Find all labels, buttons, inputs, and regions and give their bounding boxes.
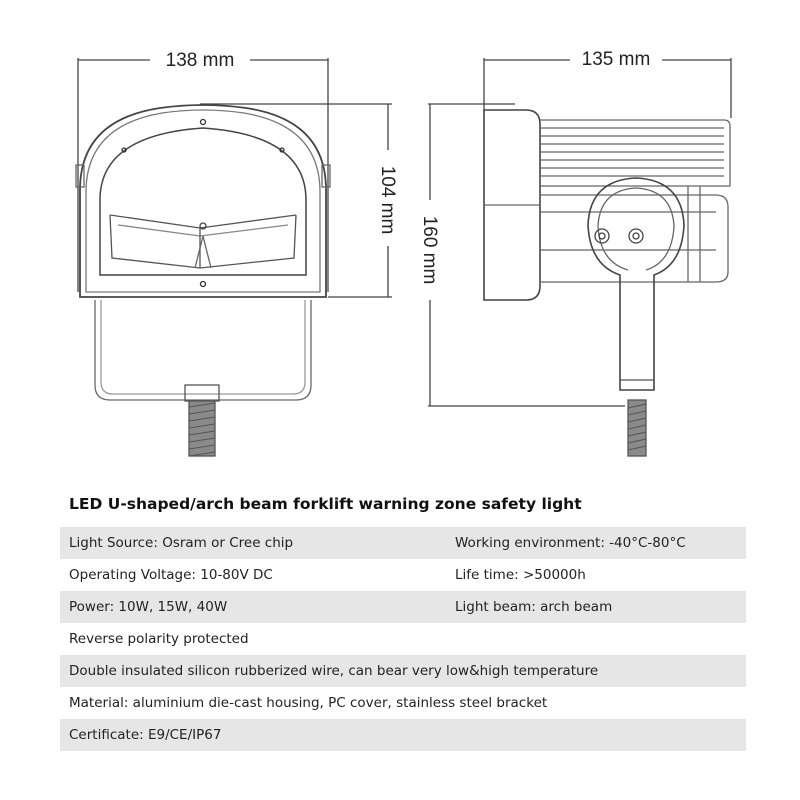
spec-reverse-polarity: Reverse polarity protected [69, 631, 249, 647]
front-view [75, 58, 392, 457]
side-width-label: 135 mm [582, 49, 651, 70]
spec-row: Operating Voltage: 10-80V DC Life time: … [60, 559, 746, 591]
spec-power: Power: 10W, 15W, 40W [69, 599, 228, 615]
side-fins [540, 119, 731, 283]
spec-wire: Double insulated silicon rubberized wire… [69, 663, 599, 679]
spec-life-time: Life time: >50000h [455, 567, 586, 583]
spec-row: Light Source: Osram or Cree chip Working… [60, 527, 746, 559]
side-bracket [587, 177, 685, 391]
front-bolt [188, 400, 216, 457]
spec-row: Certificate: E9/CE/IP67 [60, 719, 746, 751]
front-width-label: 138 mm [166, 50, 235, 71]
front-housing [79, 104, 327, 298]
front-height-label: 104 mm [377, 166, 398, 235]
spec-working-environment: Working environment: -40°C-80°C [455, 535, 686, 551]
spec-light-beam: Light beam: arch beam [455, 599, 613, 615]
spec-table: Light Source: Osram or Cree chip Working… [60, 527, 746, 751]
spec-row: Material: aluminium die-cast housing, PC… [60, 687, 746, 719]
spec-title: LED U-shaped/arch beam forklift warning … [69, 495, 582, 513]
spec-row: Double insulated silicon rubberized wire… [60, 655, 746, 687]
front-bracket [94, 300, 312, 401]
spec-certificate: Certificate: E9/CE/IP67 [69, 727, 222, 743]
spec-material: Material: aluminium die-cast housing, PC… [69, 695, 548, 711]
spec-row: Reverse polarity protected [60, 623, 746, 655]
spec-row: Power: 10W, 15W, 40W Light beam: arch be… [60, 591, 746, 623]
spec-light-source: Light Source: Osram or Cree chip [69, 535, 294, 551]
side-bezel [483, 109, 541, 301]
front-lens [99, 127, 307, 276]
technical-drawing: 138 mm 104 mm 160 mm 135 mm [75, 49, 732, 457]
spec-operating-voltage: Operating Voltage: 10-80V DC [69, 567, 273, 583]
side-height-label: 160 mm [419, 216, 440, 285]
side-view [428, 58, 732, 457]
